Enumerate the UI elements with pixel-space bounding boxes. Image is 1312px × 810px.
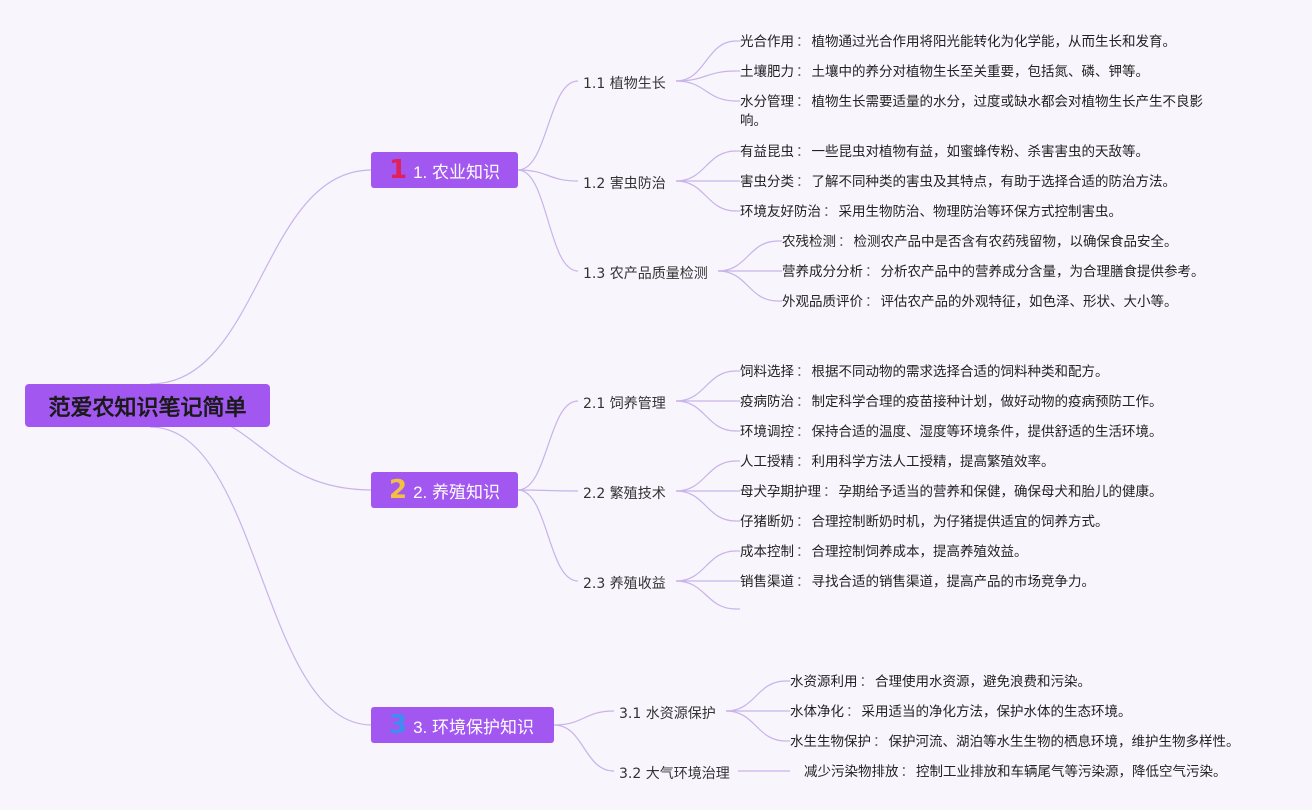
leaf-item[interactable]: 光合作用：植物通过光合作用将阳光能转化为化学能，从而生长和发育。 [740,34,1176,50]
leaf-item[interactable]: 成本控制：合理控制饲养成本，提高养殖效益。 [740,544,1028,560]
subtopic-reproduction[interactable]: 2.2 繁殖技术 [583,486,666,502]
section-label: 3. 环境保护知识 [413,717,534,737]
subtopic-to-leaf [725,680,787,712]
subtopic-to-leaf [717,270,779,302]
leaf-item[interactable]: 销售渠道：寻找合适的销售渠道，提高产品的市场竞争力。 [740,574,1095,590]
section-to-subtopic [517,489,579,492]
leaf-item[interactable]: 环境友好防治：采用生物防治、物理防治等环保方式控制害虫。 [740,204,1122,220]
section-environment[interactable]: 3 3. 环境保护知识 [371,707,554,743]
section-to-subtopic [517,169,579,182]
subtopic-to-leaf [675,490,737,522]
subtopic-to-leaf [675,580,737,610]
leaf-item[interactable]: 外观品质评价：评估农产品的外观特征，如色泽、形状、大小等。 [782,294,1178,310]
leaf-item[interactable]: 营养成分分析：分析农产品中的营养成分含量，为合理膳食提供参考。 [782,264,1205,280]
leaf-item[interactable]: 仔猪断奶：合理控制断奶时机，为仔猪提供适宜的饲养方式。 [740,514,1109,530]
section-to-subtopic [517,489,579,582]
number-two-icon: 2 [389,475,408,505]
leaf-item[interactable]: 减少污染物排放：控制工业排放和车辆尾气等污染源，降低空气污染。 [804,764,1227,780]
root-to-section-1 [149,169,373,385]
section-to-subtopic [517,169,579,272]
leaf-item[interactable]: 疫病防治：制定科学合理的疫苗接种计划，做好动物的疫病预防工作。 [740,394,1163,410]
root-topic[interactable]: 范爱农知识笔记简单 [25,384,270,427]
subtopic-water-protection[interactable]: 3.1 水资源保护 [619,706,716,722]
root-title: 范爱农知识笔记简单 [48,394,247,420]
leaf-item[interactable]: 有益昆虫：一些昆虫对植物有益，如蜜蜂传粉、杀害害虫的天敌等。 [740,144,1149,160]
leaf-item[interactable]: 水分管理：植物生长需要适量的水分，过度或缺水都会对植物生长产生不良影响。 [740,94,1203,129]
subtopic-to-leaf [675,80,737,102]
subtopic-plant-growth[interactable]: 1.1 植物生长 [583,76,666,92]
leaf-item[interactable]: 害虫分类：了解不同种类的害虫及其特点，有助于选择合适的防治方法。 [740,174,1176,190]
subtopic-to-leaf [675,40,737,82]
section-to-subtopic [553,710,615,726]
subtopic-revenue[interactable]: 2.3 养殖收益 [583,576,666,592]
subtopic-to-leaf [725,710,787,742]
subtopic-to-leaf [675,150,737,182]
subtopic-air-governance[interactable]: 3.2 大气环境治理 [619,766,730,782]
section-to-subtopic [517,400,579,491]
subtopic-quality-testing[interactable]: 1.3 农产品质量检测 [583,266,708,282]
section-label: 2. 养殖知识 [413,482,500,502]
leaf-item[interactable]: 水资源利用：合理使用水资源，避免浪费和污染。 [790,674,1091,690]
leaf-item[interactable]: 农残检测：检测农产品中是否含有农药残留物，以确保食品安全。 [782,234,1178,250]
subtopic-to-leaf [675,70,737,82]
number-one-icon: 1 [389,155,408,185]
leaf-item[interactable]: 人工授精：利用科学方法人工授精，提高繁殖效率。 [740,454,1055,470]
leaf-item[interactable]: 水生生物保护：保护河流、湖泊等水生生物的栖息环境，维护生物多样性。 [790,734,1240,750]
leaf-item[interactable]: 环境调控：保持合适的温度、湿度等环境条件，提供舒适的生活环境。 [740,424,1163,440]
subtopic-feeding[interactable]: 2.1 饲养管理 [583,396,666,412]
subtopic-to-leaf [675,550,737,582]
section-agriculture[interactable]: 1 1. 农业知识 [371,152,518,188]
section-to-subtopic [553,724,615,772]
section-breeding[interactable]: 2 2. 养殖知识 [371,472,518,508]
subtopic-to-leaf [675,180,737,212]
root-to-section-3 [149,426,373,726]
leaf-item[interactable]: 土壤肥力：土壤中的养分对植物生长至关重要，包括氮、磷、钾等。 [740,64,1149,80]
subtopic-to-leaf [675,370,737,402]
subtopic-to-leaf [675,460,737,492]
leaf-item[interactable]: 母犬孕期护理：孕期给予适当的营养和保健，确保母犬和胎儿的健康。 [740,484,1163,500]
subtopic-pest-control[interactable]: 1.2 害虫防治 [583,176,666,192]
subtopic-to-leaf [675,400,737,432]
subtopic-to-leaf [717,240,779,272]
number-three-icon: 3 [389,710,408,740]
leaf-item[interactable]: 水体净化：采用适当的净化方法，保护水体的生态环境。 [790,704,1132,720]
section-to-subtopic [517,80,579,171]
leaf-item[interactable]: 饲料选择：根据不同动物的需求选择合适的饲料种类和配方。 [740,364,1109,380]
section-label: 1. 农业知识 [413,162,500,182]
